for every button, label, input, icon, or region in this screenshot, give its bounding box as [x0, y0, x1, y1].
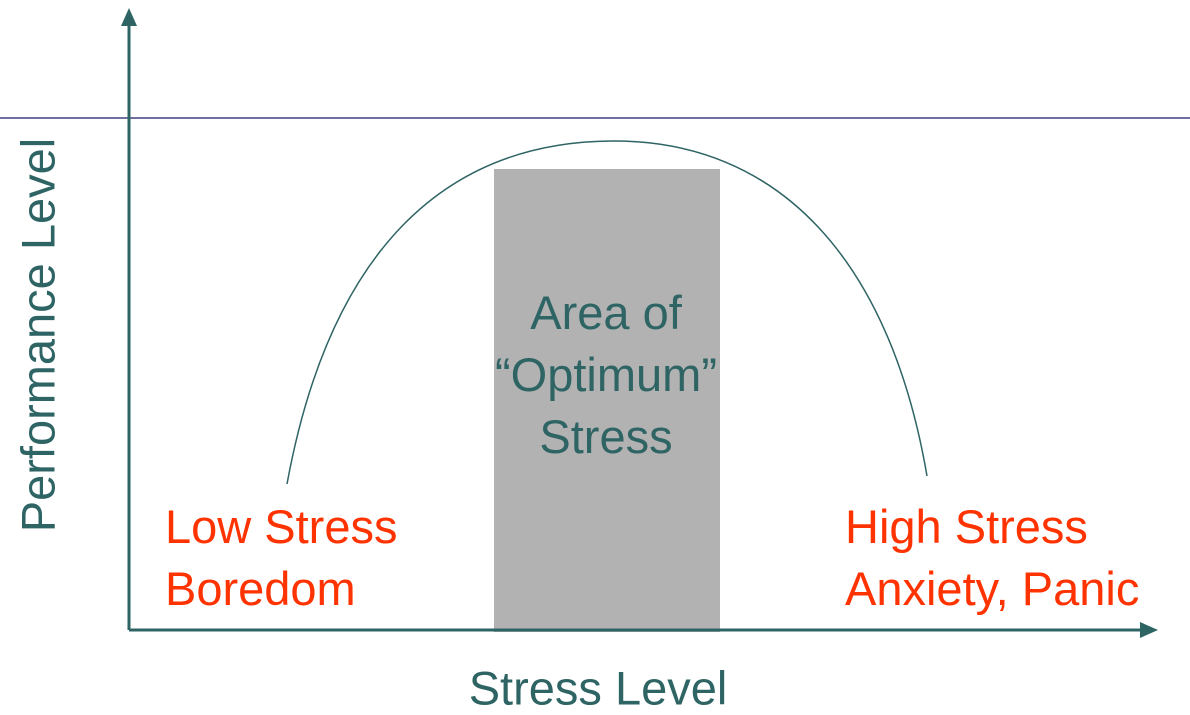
low-stress-label: Low Stress Boredom	[165, 496, 397, 620]
x-axis-label: Stress Level	[468, 661, 728, 715]
optimum-zone-label: Area of “Optimum” Stress	[495, 282, 717, 468]
optimum-zone-line: Stress	[539, 410, 673, 463]
x-axis-arrow-icon	[1140, 622, 1158, 638]
low-stress-line: Boredom	[165, 562, 356, 615]
optimum-zone-rect	[494, 169, 720, 632]
high-stress-line: High Stress	[845, 500, 1088, 553]
optimum-zone-line: “Optimum”	[495, 348, 717, 401]
y-axis-label: Performance Level	[11, 137, 65, 533]
low-stress-line: Low Stress	[165, 500, 398, 553]
high-stress-line: Anxiety, Panic	[845, 562, 1140, 615]
optimum-zone-line: Area of	[530, 286, 682, 339]
high-stress-label: High Stress Anxiety, Panic	[845, 496, 1139, 620]
y-axis-arrow-icon	[121, 8, 137, 26]
performance-curve	[286, 140, 928, 485]
